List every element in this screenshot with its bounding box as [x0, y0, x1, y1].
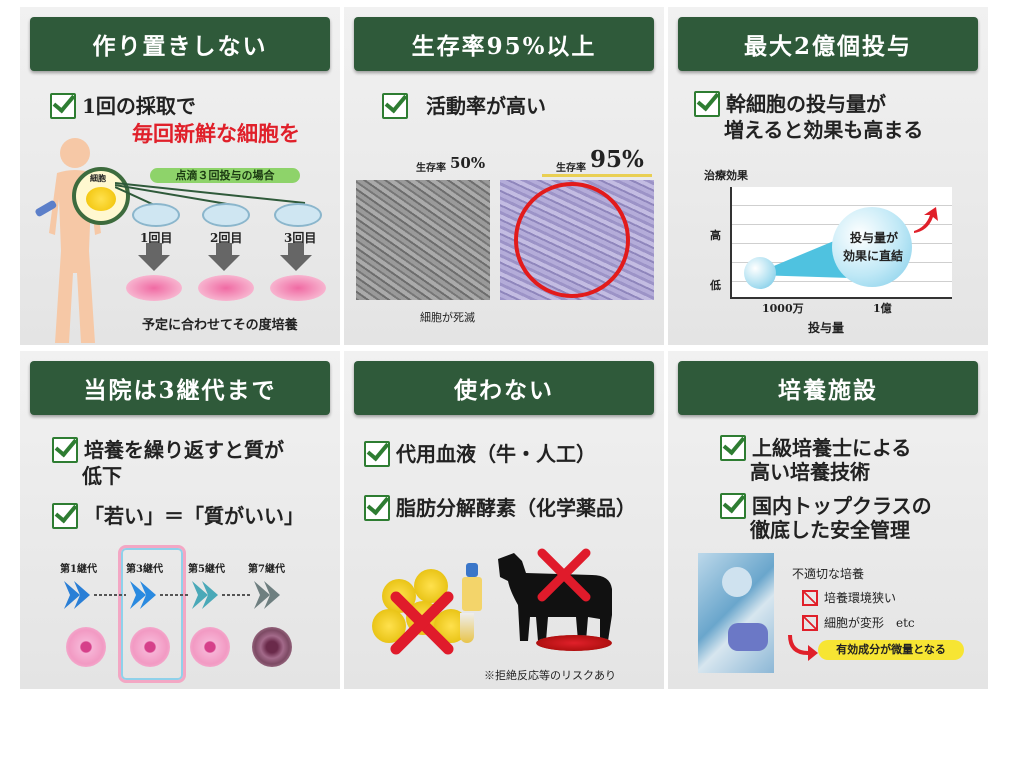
petri-dish-icon: [274, 203, 322, 227]
lab-photo: [698, 553, 774, 673]
panel-not-used: 使わない 代用血液（牛・人工） 脂肪分解酵素（化学薬品） ※拒絶反応等のリスクあ…: [344, 351, 664, 689]
check-text: 国内トップクラスの: [752, 494, 932, 518]
panel-facility: 培養施設 上級培養士による 高い培養技術 国内トップクラスの 徹底した安全管理 …: [668, 351, 988, 689]
red-x-icon: [537, 548, 591, 602]
up-arrow-icon: [914, 207, 938, 233]
x-tick: 1億: [873, 302, 892, 315]
curved-arrow-icon: [788, 635, 818, 661]
checkbox-icon: [382, 93, 408, 119]
down-arrows-icon: [138, 243, 312, 271]
aged-cell-icon: [252, 627, 292, 667]
test-tube-icon: [460, 613, 474, 643]
checkbox-icon: [364, 495, 390, 521]
panel-title: 最大2億個投与: [678, 17, 978, 71]
check-text: 増えると効果も高まる: [724, 118, 924, 142]
check-text: 高い培養技術: [750, 460, 870, 484]
reagent-bottle-icon: [462, 577, 482, 611]
slash-box-icon: [802, 615, 818, 631]
risk-note: ※拒絶反応等のリスクあり: [484, 669, 616, 682]
issue-item: 培養環境狭い: [824, 591, 897, 605]
small-bubble: [744, 257, 776, 289]
round-label: 1回目: [140, 231, 173, 245]
check-text: 代用血液（牛・人工）: [396, 442, 596, 466]
panel-title: 生存率95%以上: [354, 17, 654, 71]
cell-icon: [66, 627, 106, 667]
passage-label: 第1継代: [60, 564, 97, 575]
cell-icon: [130, 627, 170, 667]
cell-label: 細胞: [90, 173, 106, 183]
x-axis-title: 投与量: [808, 321, 845, 335]
slash-box-icon: [802, 590, 818, 606]
check-text: 徹底した安全管理: [750, 518, 910, 542]
micrograph-live-cells: [500, 180, 654, 300]
passage-label: 第5継代: [188, 564, 225, 575]
survival-value: 50%: [450, 154, 486, 172]
result-pill: 有効成分が微量となる: [818, 640, 964, 660]
cell-cluster-icon: [86, 187, 116, 211]
checkbox-icon: [50, 93, 76, 119]
panel-title: 当院は3継代まで: [30, 361, 330, 415]
checkbox-icon: [720, 435, 746, 461]
check-text: 活動率が高い: [426, 94, 546, 118]
check-text: 幹細胞の投与量が: [726, 92, 886, 116]
cow-icon: [498, 553, 612, 641]
check-text: 1回の採取で: [82, 94, 196, 118]
y-tick-high: 高: [710, 229, 721, 242]
x-tick: 1000万: [762, 302, 804, 315]
issue-item: 細胞が変形 etc: [824, 616, 915, 630]
check-text: 「若い」＝「質がいい」: [84, 504, 304, 528]
petri-dish-icon: [202, 203, 250, 227]
panel-title: 作り置きしない: [30, 17, 330, 71]
bottle-cap: [466, 563, 478, 577]
red-x-icon: [390, 591, 454, 655]
effect-chart: 投与量が 効果に直結: [730, 187, 952, 299]
caption: 予定に合わせてその度培養: [142, 318, 298, 333]
check-text: 培養を繰り返すと質が: [84, 438, 284, 462]
passage-chevrons-icon: [64, 581, 280, 609]
survival-label: 生存率: [556, 163, 586, 174]
panel-passage: 当院は3継代まで 培養を繰り返すと質が 低下 「若い」＝「質がいい」 第1継代 …: [20, 351, 340, 689]
panel-title: 使わない: [354, 361, 654, 415]
gold-underline: [542, 174, 652, 177]
round-label: 3回目: [284, 231, 317, 245]
human-body-icon: [35, 138, 101, 343]
panel-title: 培養施設: [678, 361, 978, 415]
y-axis-title: 治療効果: [704, 169, 748, 182]
petri-dish-icon: [132, 203, 180, 227]
emphasis-text: 毎回新鮮な細胞を: [132, 121, 300, 146]
y-tick-low: 低: [710, 279, 721, 292]
cell-zoom-circle: 細胞: [72, 167, 130, 225]
large-bubble: 投与量が 効果に直結: [832, 207, 912, 287]
round-label: 2回目: [210, 231, 243, 245]
checkbox-icon: [364, 441, 390, 467]
panel-dosage: 最大2億個投与 幹細胞の投与量が 増えると効果も高まる 治療効果 投与量が 効果…: [668, 7, 988, 345]
checkbox-icon: [52, 503, 78, 529]
highlight-frame: [118, 545, 186, 683]
checkbox-icon: [52, 437, 78, 463]
cell-plate-icon: [198, 275, 254, 301]
checkbox-icon: [720, 493, 746, 519]
passage-label: 第7継代: [248, 564, 285, 575]
check-text: 脂肪分解酵素（化学薬品）: [396, 496, 636, 520]
survival-value: 95%: [590, 146, 644, 173]
box-title: 不適切な培養: [792, 567, 865, 581]
cell-plate-icon: [270, 275, 326, 301]
passage-label: 第3継代: [126, 564, 163, 575]
survival-label: 生存率: [416, 163, 446, 174]
micrograph-dead-cells: [356, 180, 490, 300]
highlight-circle: [514, 182, 630, 298]
check-text: 低下: [82, 464, 122, 488]
drip-pill: 点滴３回投与の場合: [150, 168, 300, 183]
check-text: 上級培養士による: [752, 436, 912, 460]
blood-dish-icon: [536, 635, 612, 651]
cell-icon: [190, 627, 230, 667]
panel-survival-rate: 生存率95%以上 活動率が高い 生存率 50% 生存率 95% 細胞が死滅: [344, 7, 664, 345]
caption: 細胞が死滅: [420, 311, 475, 324]
panel-fresh-cells: 作り置きしない 1回の採取で 毎回新鮮な細胞を 細胞 点滴３回投与の場合 1回目…: [20, 7, 340, 345]
checkbox-icon: [694, 91, 720, 117]
cell-plate-icon: [126, 275, 182, 301]
